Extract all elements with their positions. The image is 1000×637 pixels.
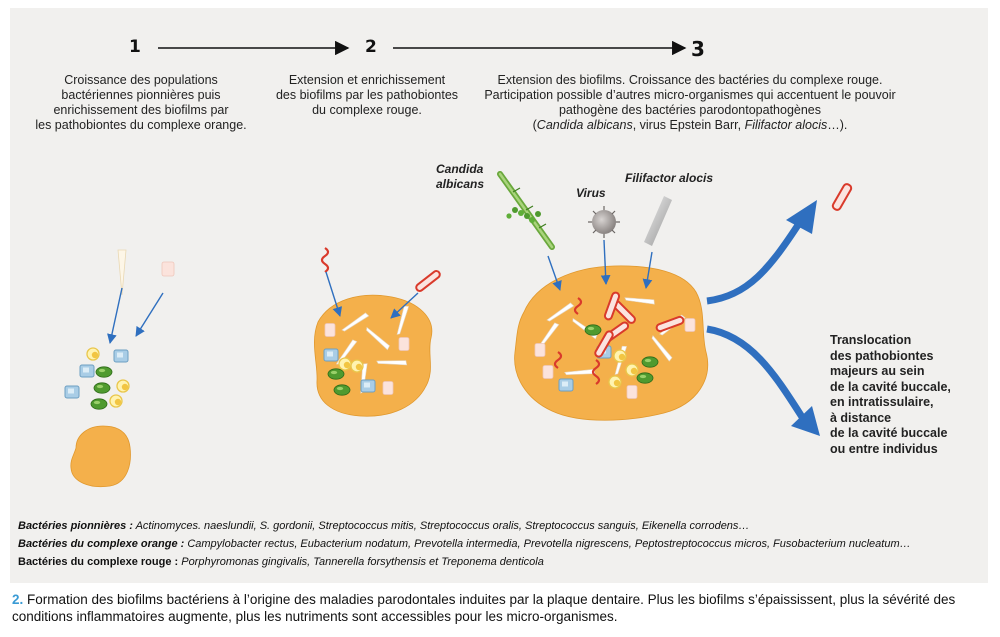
- stage2-red-spiral: [320, 247, 330, 273]
- step-1-description: Croissance des populations bactériennes …: [17, 73, 265, 133]
- stage3-pink-2: [684, 318, 696, 332]
- translocation-arrow-up-head: [786, 200, 817, 234]
- step-1-line: bactériennes pionnières puis: [61, 88, 221, 102]
- step-2-line: des biofilms par les pathobiontes: [275, 88, 459, 102]
- stage3-red-spiral-1: [573, 297, 583, 315]
- stage2-coccus-1: [338, 357, 352, 371]
- step-1-line: Croissance des populations: [64, 73, 218, 87]
- stage1-blue-arrow-a: [107, 287, 123, 344]
- translocation-text: Translocation des pathobiontes majeurs a…: [830, 333, 951, 456]
- step-2-line: du complexe rouge.: [312, 103, 422, 117]
- stage2-pink-2: [398, 337, 410, 351]
- legend-pioneer: Bactéries pionnières : Actinomyces. naes…: [18, 520, 750, 532]
- stage3-green-3: [636, 372, 654, 384]
- stage3-coccus-1: [613, 349, 627, 363]
- virus-label: Virus: [576, 186, 606, 200]
- figure-caption: 2. Formation des biofilms bactériens à l…: [12, 591, 987, 625]
- stage2-green-2: [333, 384, 351, 396]
- stage3-coccus-3: [608, 375, 622, 389]
- filifactor-rod: [644, 196, 672, 246]
- step-1-line: enrichissement des biofilms par: [53, 103, 229, 117]
- caption-number: 2.: [12, 592, 24, 607]
- step-3-line: Extension des biofilms. Croissance des b…: [497, 73, 883, 87]
- stage1-blue-arrow-b: [135, 292, 164, 337]
- stage1-cube-2: [79, 364, 95, 378]
- stage3-red-spiral-3: [553, 351, 563, 369]
- stage2-green-1: [327, 368, 345, 380]
- stage3-coccus-2: [625, 363, 639, 377]
- candida-label: Candida albicans: [436, 162, 485, 191]
- stage2-pink-3: [382, 381, 394, 395]
- stage2-pink-1: [324, 323, 336, 337]
- step-2-line: Extension et enrichissement: [288, 73, 446, 87]
- stage3-green-2: [641, 356, 659, 368]
- step-2-number: 2: [365, 37, 377, 57]
- stage1-coccus-2: [116, 379, 130, 393]
- stage1-group: [64, 249, 175, 488]
- stage1-pioneer-rod: [117, 249, 127, 296]
- stage1-biofilm: [70, 425, 131, 488]
- stage1-coccus-3: [109, 394, 123, 408]
- stage2-cube-1: [323, 348, 339, 362]
- stage2-coccus-2: [350, 359, 364, 373]
- translocation-arrow-down: [706, 325, 807, 422]
- legend-red-complex: Bactéries du complexe rouge : Porphyromo…: [18, 556, 544, 568]
- step-3-organisms-line: (Candida albicans, virus Epstein Barr, F…: [532, 118, 848, 132]
- stage1-cube-3: [64, 385, 80, 399]
- stage3-blue-arrow-candida: [547, 255, 562, 291]
- stage3-blue-arrow-virus: [600, 239, 611, 285]
- step-3-number: 3: [691, 37, 705, 61]
- stage2-blue-arrow-b: [390, 292, 419, 319]
- step-1-number: 1: [129, 37, 141, 57]
- stage1-green-1: [95, 366, 113, 378]
- stage1-pink-rod: [161, 261, 175, 277]
- step-3-line: pathogène des bactéries parodontopathogè…: [558, 103, 822, 117]
- translocation-arrow-down-head: [791, 406, 820, 436]
- legend-orange-complex: Bactéries du complexe orange : Campyloba…: [18, 538, 911, 550]
- candida-hyphae: [497, 171, 555, 250]
- stage3-cube-1: [558, 378, 574, 392]
- figure-panel: [10, 8, 988, 583]
- stage2-group: [314, 247, 443, 417]
- step-3-line: Participation possible d’autres micro-or…: [484, 88, 896, 102]
- stage3-pink-1: [534, 343, 546, 357]
- stage2-blue-arrow-a: [325, 271, 342, 317]
- stage3-pink-3: [626, 385, 638, 399]
- stage3-blue-arrow-filifactor: [642, 251, 653, 289]
- stage1-coccus-1: [86, 347, 100, 361]
- stage1-cube-1: [113, 349, 129, 363]
- stage3-pink-4: [542, 365, 554, 379]
- stage1-green-3: [90, 398, 108, 410]
- stage3-red-spiral-2: [591, 359, 601, 385]
- virus-particle: [588, 206, 620, 238]
- translocation-arrow-up: [706, 220, 803, 305]
- biofilm-diagram: [64, 40, 853, 488]
- stage2-cube-2: [360, 379, 376, 393]
- filifactor-label: Filifactor alocis: [625, 171, 714, 185]
- stage1-green-2: [93, 382, 111, 394]
- stage2-red-rod: [413, 268, 443, 294]
- step-3-description: Extension des biofilms. Croissance des b…: [470, 73, 910, 133]
- step-1-line: les pathobiontes du complexe orange.: [35, 118, 247, 132]
- caption-text: Formation des biofilms bactériens à l’or…: [12, 592, 956, 624]
- step-2-description: Extension et enrichissement des biofilms…: [262, 73, 472, 118]
- translocated-red-rod: [831, 183, 853, 211]
- stage3-green-1: [584, 324, 602, 336]
- stage3-group: [497, 171, 708, 421]
